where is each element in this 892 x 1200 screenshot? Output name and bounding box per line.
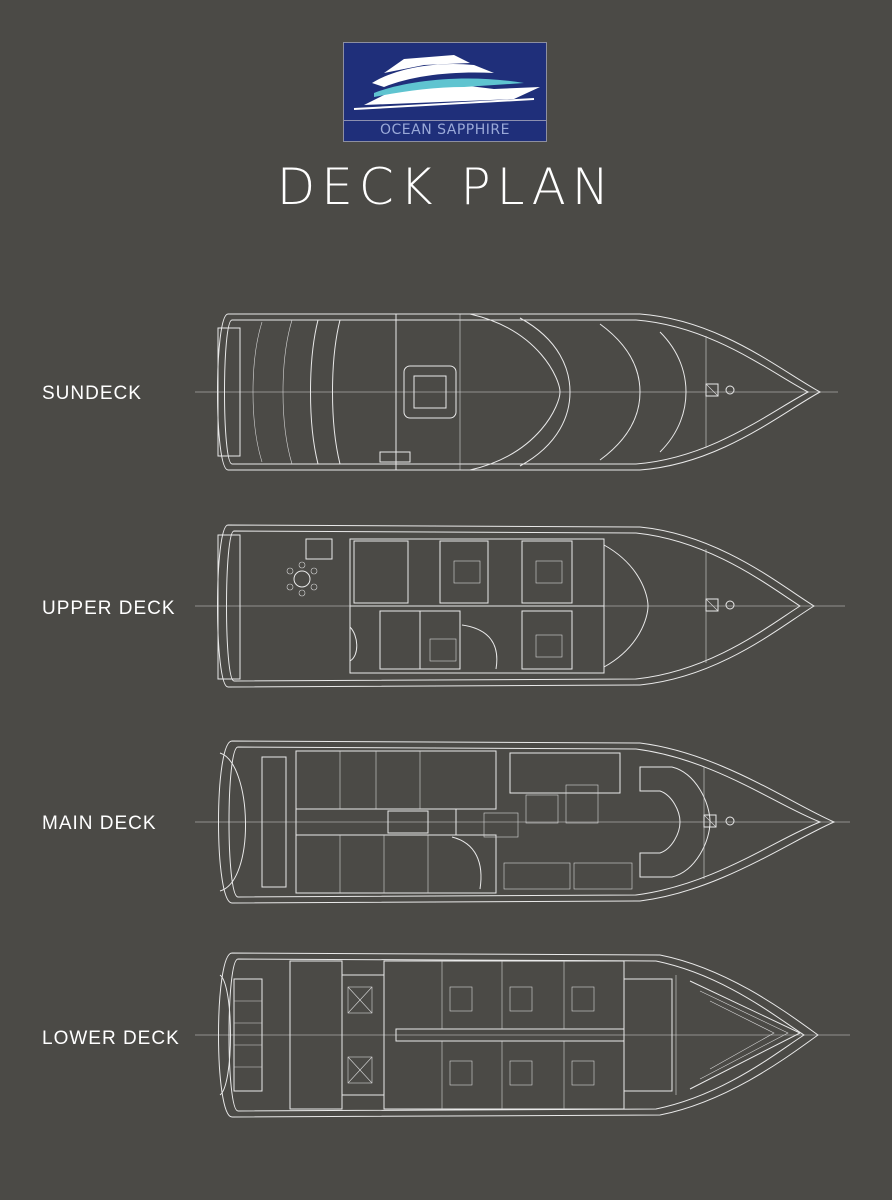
- brand-name: OCEAN SAPPHIRE: [344, 120, 546, 139]
- yacht-logo-icon: [353, 55, 540, 110]
- deck-label-upper-deck: UPPER DECK: [42, 598, 176, 619]
- brand-logo: OCEAN SAPPHIRE: [343, 42, 547, 142]
- deck-label-sundeck: SUNDECK: [42, 383, 142, 404]
- deck-label-lower-deck: LOWER DECK: [42, 1028, 180, 1049]
- sundeck-plan: [195, 313, 838, 471]
- page-title: DECK PLAN: [276, 158, 616, 216]
- lower-deck-plan: [195, 952, 850, 1118]
- main-deck-plan: [195, 740, 850, 904]
- upper-deck-plan: [195, 524, 845, 688]
- deck-label-main-deck: MAIN DECK: [42, 813, 157, 834]
